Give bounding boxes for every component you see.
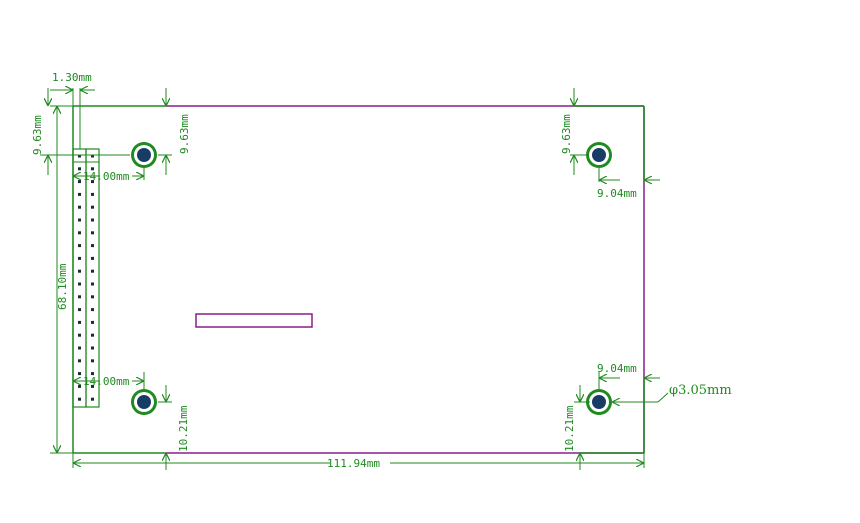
header-pin — [78, 359, 81, 363]
label-board-height: 68.10mm — [56, 263, 69, 310]
dimension-labels: 1.30mm 9.63mm 9.63mm 9.63mm 14.00mm 14.0… — [31, 71, 732, 470]
header-pin — [91, 372, 94, 376]
board-outline — [72, 105, 645, 454]
header-pin — [91, 320, 94, 324]
header-pin — [78, 269, 81, 273]
mounting-hole-bottom-left — [131, 389, 157, 415]
header-pin — [91, 333, 94, 337]
label-right-hole-x-top: 9.04mm — [597, 187, 637, 200]
header-pin — [78, 308, 81, 312]
header-pin — [78, 205, 81, 209]
header-pin — [78, 320, 81, 324]
label-left-hole-bottom-offset: 10.21mm — [177, 405, 190, 452]
header-pin — [91, 346, 94, 350]
label-hole-diameter: φ3.05mm — [669, 383, 732, 398]
header-pin — [78, 295, 81, 299]
header-pin — [78, 154, 81, 158]
header-pin — [91, 154, 94, 158]
label-header-pitch: 1.30mm — [52, 71, 92, 84]
header-pin — [91, 295, 94, 299]
header-pin — [91, 397, 94, 401]
header-pin — [91, 218, 94, 222]
header-pin — [78, 282, 81, 286]
header-pin — [78, 231, 81, 235]
header-pin — [91, 256, 94, 260]
header-pin — [78, 256, 81, 260]
header-pin — [78, 192, 81, 196]
header-pin — [78, 180, 81, 184]
header-pin — [91, 192, 94, 196]
label-left-hole-x-top: 14.00mm — [83, 170, 130, 183]
header-pin — [78, 218, 81, 222]
header-pin — [91, 269, 94, 273]
header-pin — [91, 359, 94, 363]
header-pin — [78, 244, 81, 248]
header-pin — [91, 282, 94, 286]
pin-header — [72, 148, 100, 408]
mounting-hole-top-right — [586, 142, 612, 168]
label-board-width: 111.94mm — [327, 457, 380, 470]
label-left-hole-x-bottom: 14.00mm — [83, 375, 130, 388]
header-pin — [91, 167, 94, 171]
label-right-hole-x-bottom: 9.04mm — [597, 362, 637, 375]
mounting-hole-top-left — [131, 142, 157, 168]
header-pin — [78, 372, 81, 376]
header-pin — [78, 333, 81, 337]
mounting-holes — [131, 142, 612, 415]
header-pin — [91, 244, 94, 248]
header-pin — [78, 384, 81, 388]
header-pin — [78, 167, 81, 171]
label-top-left-vertical: 9.63mm — [31, 115, 44, 155]
header-pin — [91, 231, 94, 235]
label-left-hole-top-offset: 9.63mm — [178, 114, 191, 154]
header-pin — [78, 346, 81, 350]
label-right-hole-bottom-offset: 10.21mm — [563, 405, 576, 452]
dimension-lines — [40, 88, 669, 470]
header-pin — [91, 308, 94, 312]
mounting-hole-bottom-right — [586, 389, 612, 415]
header-pin — [78, 397, 81, 401]
label-right-hole-top-offset: 9.63mm — [560, 114, 573, 154]
header-pin — [91, 384, 94, 388]
connector-outline — [195, 313, 313, 328]
header-pin — [91, 205, 94, 209]
header-pin — [91, 180, 94, 184]
